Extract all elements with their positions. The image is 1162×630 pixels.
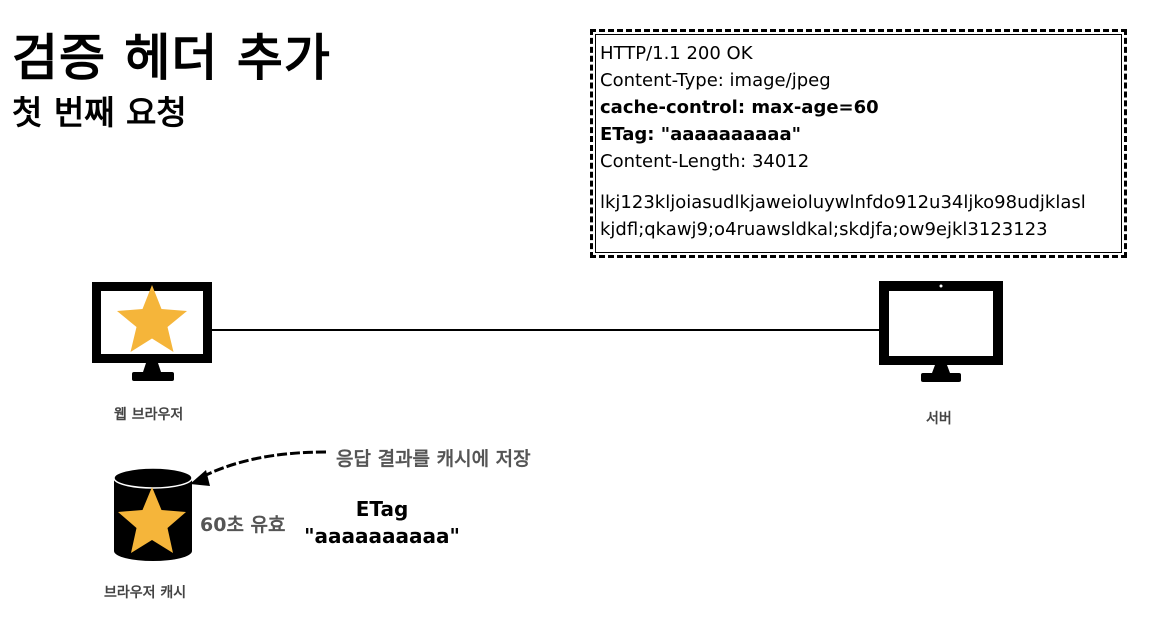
- browser-label: 웹 브라우저: [114, 407, 184, 423]
- browser-star-icon: [117, 285, 187, 352]
- store-label: 응답 결과를 캐시에 저장: [336, 448, 531, 470]
- server-monitor-icon: [879, 281, 1003, 382]
- response-body-line-2: kjdfl;qkawj9;o4ruawsldkal;skdjfa;ow9ejkl…: [600, 219, 1048, 240]
- store-arrow: [199, 450, 327, 480]
- response-content-type: Content-Type: image/jpeg: [600, 70, 831, 91]
- etag-title: ETag: [355, 497, 409, 521]
- response-cache-control: cache-control: max-age=60: [600, 97, 879, 118]
- response-body-line-1: lkj123kljoiasudlkjaweioluywlnfdo912u34lj…: [600, 192, 1086, 213]
- server-label: 서버: [926, 411, 952, 427]
- http-response-box: HTTP/1.1 200 OK Content-Type: image/jpeg…: [590, 29, 1127, 258]
- etag-value: "aaaaaaaaaa": [304, 524, 460, 548]
- page-subtitle: 첫 번째 요청: [12, 93, 187, 132]
- arrow-head-icon: [190, 470, 210, 486]
- page-title: 검증 헤더 추가: [12, 29, 331, 87]
- response-content-length: Content-Length: 34012: [600, 151, 810, 172]
- response-etag: ETag: "aaaaaaaaaa": [600, 124, 801, 145]
- cache-label: 브라우저 캐시: [104, 585, 187, 601]
- cache-star-icon: [118, 487, 186, 553]
- validity-label: 60초 유효: [200, 514, 286, 536]
- response-status-line: HTTP/1.1 200 OK: [600, 43, 753, 64]
